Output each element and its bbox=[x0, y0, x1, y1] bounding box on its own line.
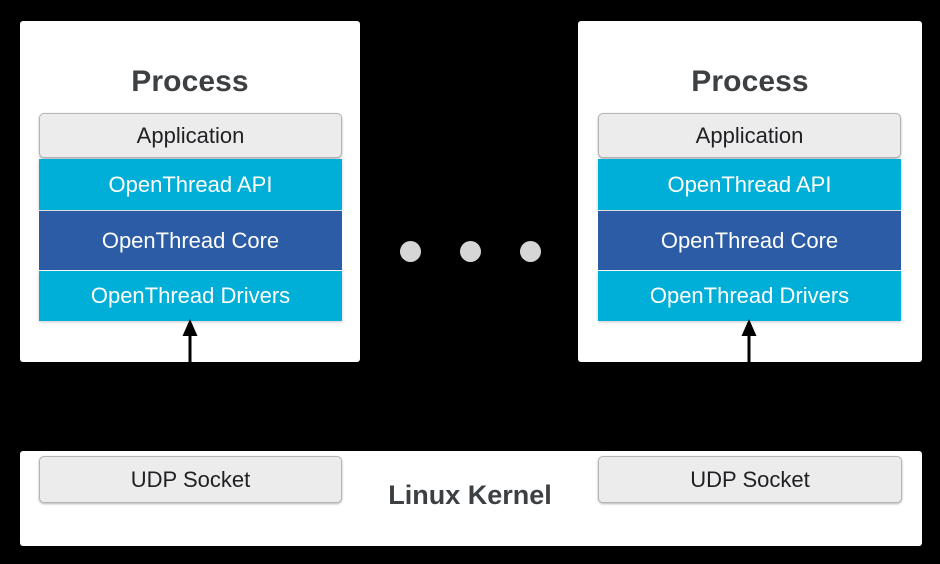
arrow-up-icon-right bbox=[741, 319, 757, 363]
layer-application-left: Application bbox=[39, 113, 342, 158]
layer-openthread-core-left: OpenThread Core bbox=[39, 211, 342, 270]
ellipsis-dot-icon-3 bbox=[520, 241, 541, 262]
layer-openthread-api-right: OpenThread API bbox=[598, 159, 901, 210]
layer-openthread-core-right: OpenThread Core bbox=[598, 211, 901, 270]
process-title-left: Process bbox=[131, 65, 249, 98]
linux-kernel-label: Linux Kernel bbox=[388, 480, 552, 510]
udp-socket-box-left: UDP Socket bbox=[39, 456, 342, 503]
layer-openthread-drivers-left: OpenThread Drivers bbox=[39, 271, 342, 321]
layer-application-right: Application bbox=[598, 113, 901, 158]
layer-openthread-api-left: OpenThread API bbox=[39, 159, 342, 210]
layer-openthread-drivers-right: OpenThread Drivers bbox=[598, 271, 901, 321]
arrow-up-icon-left bbox=[182, 319, 198, 363]
ellipsis-dot-icon-1 bbox=[400, 241, 421, 262]
process-title-right: Process bbox=[691, 65, 809, 98]
ellipsis-dot-icon-2 bbox=[460, 241, 481, 262]
udp-socket-box-right: UDP Socket bbox=[598, 456, 902, 503]
